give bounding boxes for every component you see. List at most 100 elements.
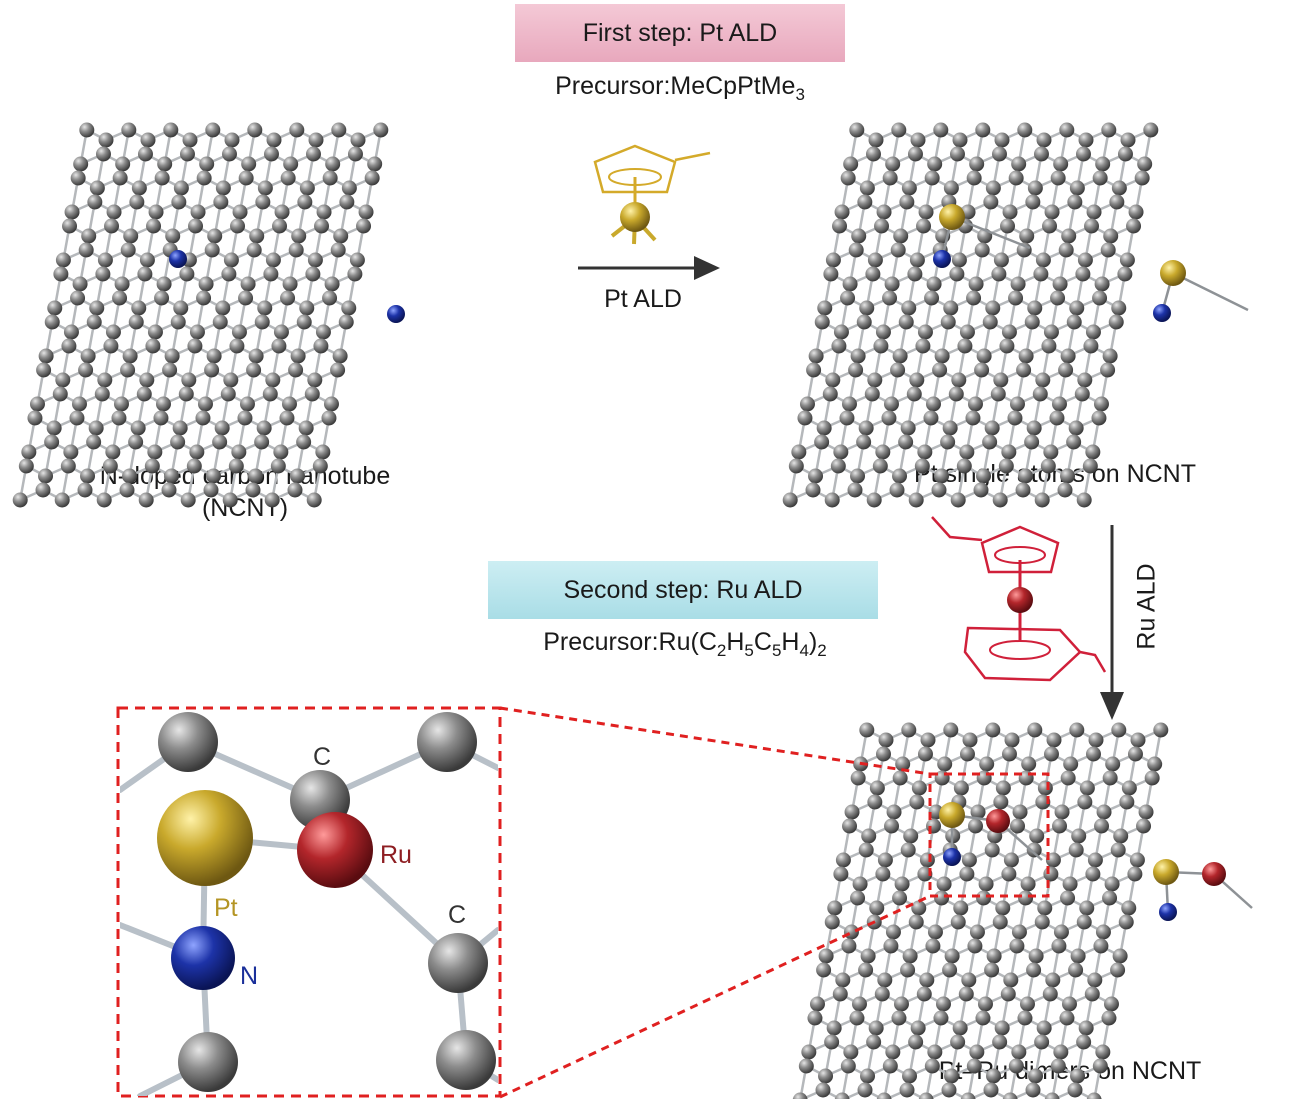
carbon-atom bbox=[1111, 722, 1127, 738]
carbon-atom bbox=[983, 194, 999, 210]
carbon-atom bbox=[1101, 122, 1117, 138]
carbon-atom bbox=[859, 180, 875, 196]
carbon-atom bbox=[1085, 324, 1101, 340]
carbon-atom bbox=[940, 314, 956, 330]
carbon-atom bbox=[891, 122, 907, 138]
carbon-atom bbox=[959, 746, 975, 762]
carbon-atom bbox=[941, 1082, 957, 1098]
carbon-atom bbox=[1117, 266, 1133, 282]
inset-platinum-atom bbox=[157, 790, 253, 886]
carbon-atom bbox=[364, 170, 380, 186]
inset-ruthenium-atom bbox=[297, 812, 373, 888]
carbon-atom bbox=[81, 228, 97, 244]
carbon-atom bbox=[924, 1058, 940, 1074]
carbon-atom bbox=[940, 434, 956, 450]
carbon-atom bbox=[841, 938, 857, 954]
carbon-atom bbox=[899, 194, 915, 210]
carbon-atom bbox=[325, 156, 341, 172]
carbon-atom bbox=[1045, 852, 1061, 868]
carbon-atom bbox=[890, 242, 906, 258]
carbon-atom bbox=[162, 362, 178, 378]
carbon-atom bbox=[283, 156, 299, 172]
carbon-atom bbox=[843, 924, 859, 940]
carbon-atom bbox=[875, 746, 891, 762]
carbon-atom bbox=[1104, 876, 1120, 892]
ruthenium-atom bbox=[986, 809, 1010, 833]
carbon-atom bbox=[1009, 938, 1025, 954]
carbon-atom bbox=[38, 468, 54, 484]
carbon-atom bbox=[239, 396, 255, 412]
carbon-atom bbox=[35, 482, 51, 498]
carbon-atom bbox=[969, 156, 985, 172]
carbon-atom bbox=[246, 362, 262, 378]
pt-precursor-molecule bbox=[593, 144, 711, 245]
carbon-atom bbox=[935, 996, 951, 1012]
carbon-atom bbox=[848, 242, 864, 258]
carbon-atom bbox=[322, 290, 338, 306]
carbon-atom bbox=[238, 170, 254, 186]
carbon-atom bbox=[178, 386, 194, 402]
carbon-atom bbox=[95, 146, 111, 162]
carbon-atom bbox=[1046, 732, 1062, 748]
carbon-atom bbox=[882, 170, 898, 186]
carbon-atom bbox=[12, 492, 28, 508]
ru-precursor-label: Precursor:Ru(C2H5C5H4)2 bbox=[500, 628, 870, 661]
carbon-atom bbox=[807, 1010, 823, 1026]
carbon-atom bbox=[832, 218, 848, 234]
carbon-atom bbox=[1008, 290, 1024, 306]
carbon-atom bbox=[274, 204, 290, 220]
carbon-atom bbox=[1076, 914, 1092, 930]
carbon-atom bbox=[933, 122, 949, 138]
carbon-atom bbox=[161, 482, 177, 498]
carbon-atom bbox=[1083, 338, 1099, 354]
carbon-atom bbox=[323, 396, 339, 412]
carbon-atom bbox=[1071, 828, 1087, 844]
carbon-atom bbox=[139, 252, 155, 268]
carbon-atom bbox=[165, 228, 181, 244]
carbon-atom bbox=[123, 228, 139, 244]
carbon-atom bbox=[842, 276, 858, 292]
carbon-atom bbox=[238, 290, 254, 306]
carbon-atom bbox=[869, 900, 885, 916]
carbon-atom bbox=[875, 324, 891, 340]
carbon-atom bbox=[1118, 914, 1134, 930]
carbon-atom bbox=[131, 300, 147, 316]
carbon-atom bbox=[891, 1010, 907, 1026]
carbon-atom bbox=[341, 180, 357, 196]
carbon-atom bbox=[859, 722, 875, 738]
carbon-atom bbox=[857, 1082, 873, 1098]
carbon-atom bbox=[884, 276, 900, 292]
ru-formula-part: H bbox=[726, 628, 745, 656]
carbon-atom bbox=[865, 266, 881, 282]
carbon-atom bbox=[1060, 468, 1076, 484]
carbon-atom bbox=[1100, 362, 1116, 378]
carbon-atom bbox=[1126, 218, 1142, 234]
carbon-atom bbox=[137, 146, 153, 162]
carbon-atom bbox=[164, 468, 180, 484]
carbon-atom bbox=[911, 780, 927, 796]
carbon-atom bbox=[850, 770, 866, 786]
carbon-atom bbox=[1002, 1092, 1018, 1099]
carbon-atom bbox=[128, 314, 144, 330]
carbon-atom bbox=[992, 914, 1008, 930]
carbon-atom bbox=[36, 362, 52, 378]
carbon-atom bbox=[827, 900, 843, 916]
carbon-atom bbox=[282, 276, 298, 292]
carbon-atom bbox=[1021, 756, 1037, 772]
carbon-atom bbox=[932, 362, 948, 378]
ruthenium-atom bbox=[1202, 862, 1226, 886]
carbon-atom bbox=[970, 804, 986, 820]
carbon-atom bbox=[792, 1092, 808, 1099]
carbon-atom bbox=[1067, 1082, 1083, 1098]
carbon-atom bbox=[289, 122, 305, 138]
carbon-atom bbox=[1076, 492, 1092, 508]
carbon-atom bbox=[868, 1020, 884, 1036]
carbon-atom bbox=[1101, 1010, 1117, 1026]
carbon-atom bbox=[984, 842, 1000, 858]
carbon-atom bbox=[833, 444, 849, 460]
carbon-atom bbox=[257, 300, 273, 316]
carbon-atom bbox=[156, 276, 172, 292]
carbon-atom bbox=[52, 386, 68, 402]
nitrogen-atom bbox=[1159, 903, 1177, 921]
carbon-atom bbox=[312, 458, 328, 474]
